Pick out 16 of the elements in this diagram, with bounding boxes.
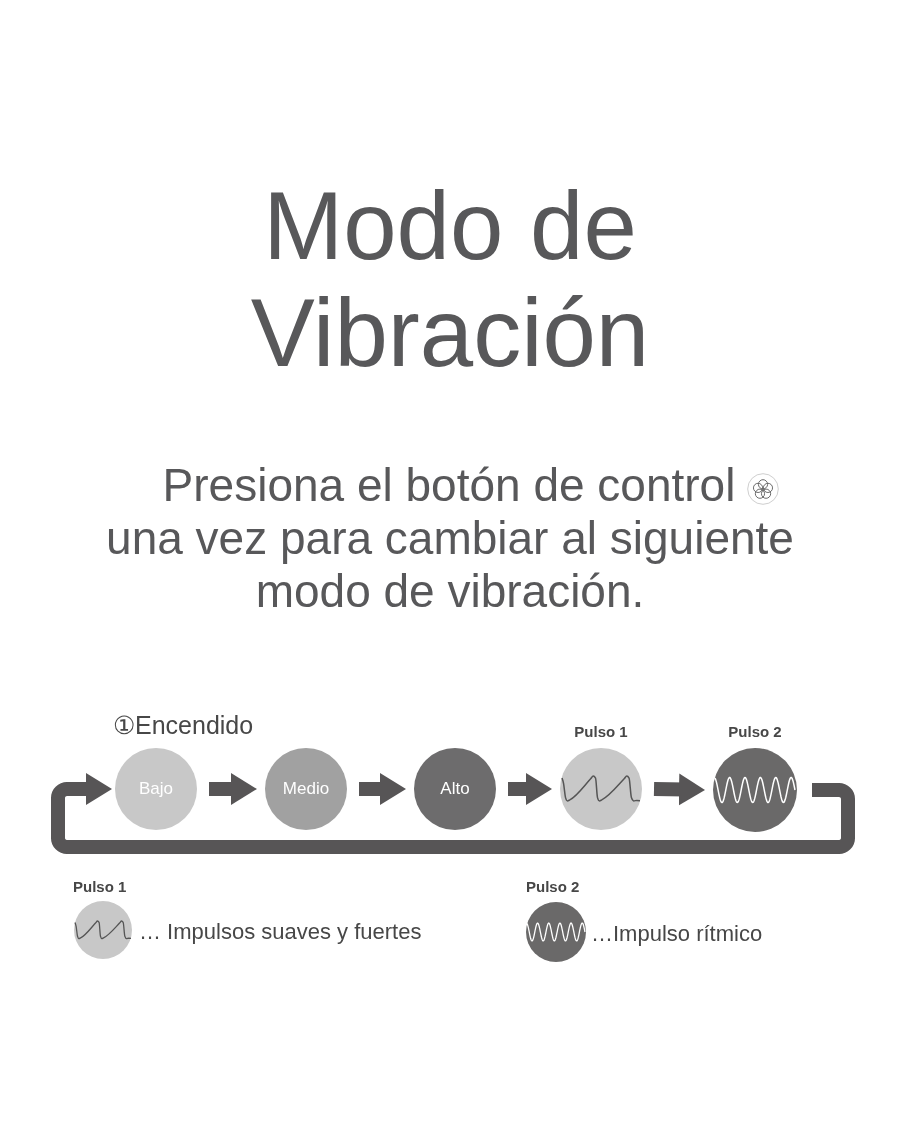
mode-heading: Pulso 1 xyxy=(574,723,628,741)
mode-label: Alto xyxy=(440,779,470,799)
instruction-text: una vez para cambiar al siguiente modo de vibración. xyxy=(105,512,795,618)
instruction-text: Presiona el botón de control xyxy=(162,459,736,512)
legend-heading: Pulso 2 xyxy=(526,878,580,896)
annotation-text: ①Encendido xyxy=(113,711,254,740)
legend-text: …Impulso rítmico xyxy=(591,921,763,947)
legend-text: … Impulsos suaves y fuertes xyxy=(139,919,422,945)
mode-label: Medio xyxy=(282,779,330,799)
arrow xyxy=(508,773,552,805)
arrow xyxy=(653,773,706,806)
legend-heading: Pulso 1 xyxy=(73,878,127,896)
mode-heading: Pulso 2 xyxy=(728,723,782,741)
arrow xyxy=(209,773,257,805)
title: Modo de Vibración xyxy=(249,172,651,386)
arrow xyxy=(359,773,406,805)
